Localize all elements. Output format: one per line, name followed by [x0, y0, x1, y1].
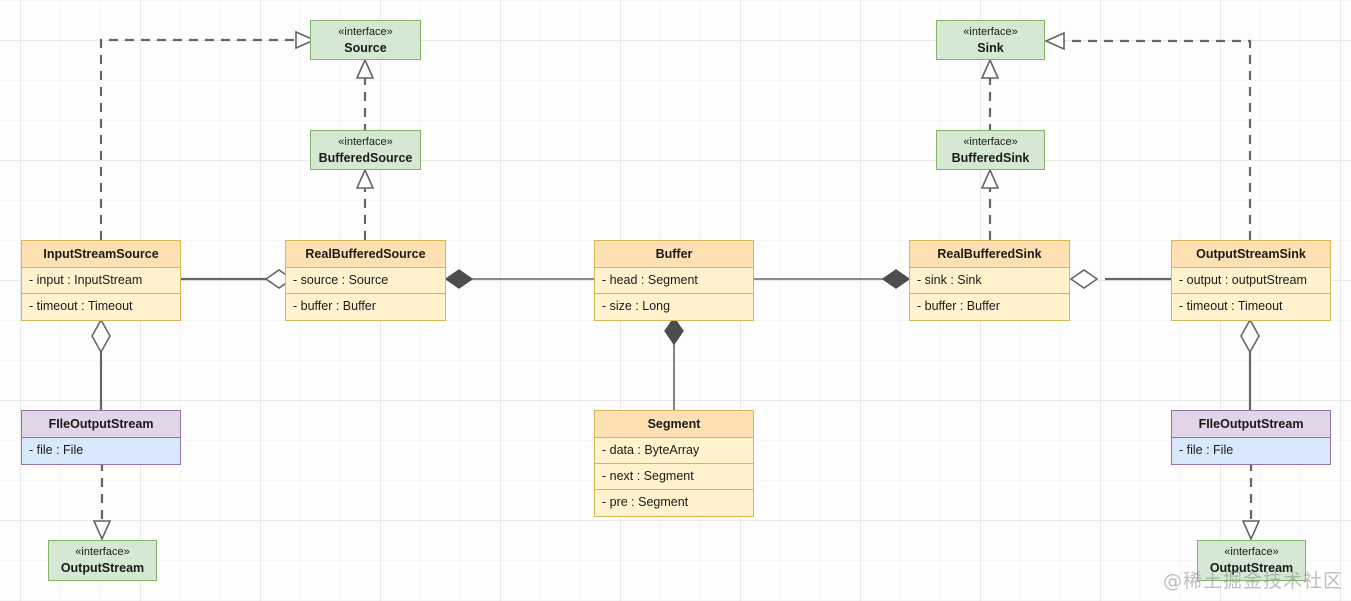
- class-real-buffered-source[interactable]: RealBufferedSource - source : Source - b…: [285, 240, 446, 321]
- aggregation-realbufferedsink-to-outputstreamsink: [1069, 269, 1171, 289]
- class-field: - file : File: [1179, 443, 1234, 457]
- realization-bufferedsource-to-source: [355, 58, 375, 133]
- realization-fileoutputstream-right-to-outputstream: [1241, 462, 1261, 541]
- class-title: Buffer: [595, 241, 753, 268]
- class-field: - data : ByteArray: [595, 438, 753, 464]
- class-field: - timeout : Timeout: [1179, 299, 1283, 313]
- aggregation-inputstreamsource-to-fileoutputstream-left: [91, 318, 111, 410]
- aggregation-realbufferedsource-to-inputstreamsource: [181, 269, 294, 289]
- class-title: RealBufferedSource: [286, 241, 445, 268]
- class-buffer[interactable]: Buffer - head : Segment - size : Long: [594, 240, 754, 321]
- watermark: @稀土掘金技术社区: [1162, 570, 1343, 592]
- interface-name: BufferedSource: [318, 150, 413, 165]
- realization-bufferedsink-to-sink: [980, 58, 1000, 133]
- class-field: - buffer : Buffer: [917, 299, 1000, 313]
- class-segment[interactable]: Segment - data : ByteArray - next : Segm…: [594, 410, 754, 517]
- realization-realbufferedsource-to-bufferedsource: [355, 168, 375, 240]
- interface-stereotype: «interface»: [1224, 546, 1279, 558]
- interface-stereotype: «interface»: [338, 135, 393, 148]
- class-file-output-stream-left[interactable]: FIleOutputStream - file : File: [21, 410, 181, 465]
- realization-realbufferedsink-to-bufferedsink: [980, 168, 1000, 240]
- class-field: - next : Segment: [595, 464, 753, 490]
- interface-name: BufferedSink: [951, 150, 1030, 165]
- class-real-buffered-sink[interactable]: RealBufferedSink - sink : Sink - buffer …: [909, 240, 1070, 321]
- class-field: - file : File: [29, 443, 84, 457]
- composition-realbufferedsource-to-buffer: [444, 269, 594, 289]
- class-title: FIleOutputStream: [1172, 411, 1330, 438]
- interface-name: Sink: [977, 40, 1004, 55]
- class-field: - input : InputStream: [22, 268, 180, 294]
- interface-name: OutputStream: [1209, 561, 1294, 575]
- class-output-stream-sink[interactable]: OutputStreamSink - output : outputStream…: [1171, 240, 1331, 321]
- class-title: OutputStreamSink: [1172, 241, 1330, 268]
- interface-source[interactable]: «interface» Source: [310, 20, 421, 60]
- interface-buffered-sink[interactable]: «interface» BufferedSink: [936, 130, 1045, 170]
- interface-buffered-source[interactable]: «interface» BufferedSource: [310, 130, 421, 170]
- class-field: - output : outputStream: [1172, 268, 1330, 294]
- class-field: - buffer : Buffer: [293, 299, 376, 313]
- class-input-stream-source[interactable]: InputStreamSource - input : InputStream …: [21, 240, 181, 321]
- class-title: FIleOutputStream: [22, 411, 180, 438]
- class-file-output-stream-right[interactable]: FIleOutputStream - file : File: [1171, 410, 1331, 465]
- aggregation-outputstreamsink-to-fileoutputstream-right: [1240, 318, 1260, 410]
- interface-output-stream-right[interactable]: «interface» OutputStream: [1197, 540, 1306, 581]
- class-field: - size : Long: [602, 299, 671, 313]
- class-field: - source : Source: [286, 268, 445, 294]
- interface-output-stream-left[interactable]: «interface» OutputStream: [48, 540, 157, 581]
- class-field: - pre : Segment: [602, 495, 689, 509]
- interface-stereotype: «interface»: [338, 25, 393, 38]
- realization-outputstreamsink-to-sink: [1044, 31, 1252, 240]
- class-title: Segment: [595, 411, 753, 438]
- class-field: - head : Segment: [595, 268, 753, 294]
- interface-stereotype: «interface»: [75, 546, 130, 558]
- composition-realbufferedsink-to-buffer: [754, 269, 911, 289]
- class-title: InputStreamSource: [22, 241, 180, 268]
- realization-fileoutputstream-left-to-outputstream: [92, 462, 112, 541]
- realization-inputstreamsource-to-source: [99, 30, 316, 240]
- composition-buffer-to-segment: [664, 316, 684, 410]
- interface-name: Source: [344, 40, 387, 55]
- class-field: - sink : Sink: [910, 268, 1069, 294]
- interface-stereotype: «interface»: [963, 135, 1018, 148]
- class-field: - timeout : Timeout: [29, 299, 133, 313]
- interface-sink[interactable]: «interface» Sink: [936, 20, 1045, 60]
- interface-stereotype: «interface»: [963, 25, 1018, 38]
- interface-name: OutputStream: [60, 561, 145, 575]
- class-title: RealBufferedSink: [910, 241, 1069, 268]
